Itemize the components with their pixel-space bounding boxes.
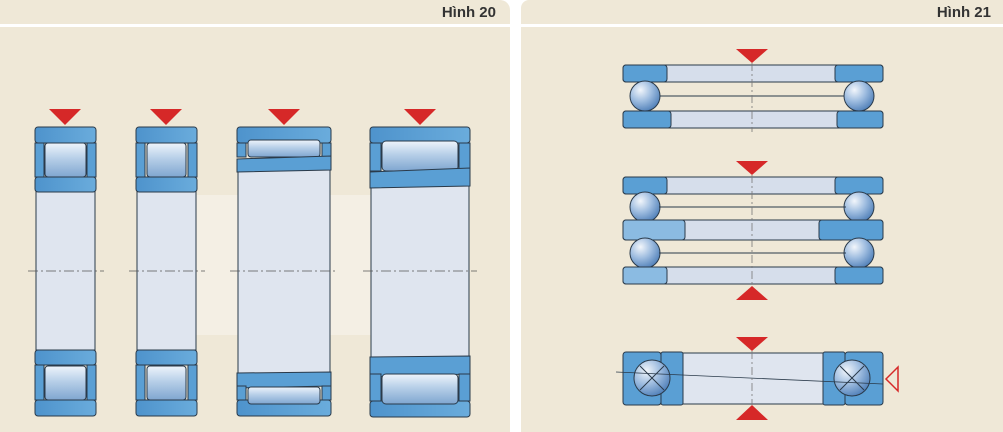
bore-region — [660, 352, 832, 405]
bearing-1 — [28, 109, 104, 417]
outer-ring — [135, 126, 198, 144]
outer-ring — [34, 126, 97, 144]
load-arrow-icon — [268, 109, 300, 125]
inner-ring — [34, 349, 97, 366]
housing-washer-end — [834, 266, 884, 285]
flange — [458, 373, 471, 402]
contact-angle-line — [615, 371, 884, 385]
load-arrow-icon — [736, 405, 768, 420]
figure-21-drawing — [615, 49, 899, 420]
shaft-washer-end — [836, 110, 884, 129]
load-arrow-icon — [49, 109, 81, 125]
load-arrow-icon — [736, 49, 768, 63]
inner-ring — [236, 155, 332, 173]
flange — [187, 142, 198, 178]
housing-washer-end — [834, 176, 884, 195]
flange — [369, 142, 382, 172]
ball — [843, 191, 875, 223]
ball — [629, 237, 661, 269]
outer-ring — [34, 399, 97, 417]
housing-washer-end — [834, 64, 884, 83]
figure-20-panel: Hình 20 — [0, 0, 510, 432]
roller — [44, 365, 87, 401]
inner-ring — [135, 349, 198, 366]
flange — [321, 385, 332, 401]
roller — [146, 365, 187, 401]
thrust-bearing-single — [622, 49, 884, 132]
figure-20-caption: Hình 20 — [441, 4, 496, 21]
ball — [843, 237, 875, 269]
flange — [86, 142, 97, 178]
figure-21-caption: Hình 21 — [936, 4, 991, 21]
contact-line — [839, 365, 865, 391]
bore-region — [370, 185, 470, 359]
flange — [34, 142, 45, 178]
roller — [44, 142, 87, 178]
four-point-contact-bearing — [615, 337, 899, 420]
flange — [458, 142, 471, 172]
inner-ring — [369, 167, 471, 189]
roller — [146, 142, 187, 178]
figure-20-header: Hình 20 — [0, 0, 510, 24]
header-divider — [0, 24, 510, 27]
flange — [369, 373, 382, 402]
load-arrow-icon — [736, 337, 768, 351]
flange — [135, 364, 146, 401]
load-arrow-icon — [736, 161, 768, 175]
ball — [629, 191, 661, 223]
load-arrow-icon — [736, 286, 768, 300]
contact-line — [639, 365, 665, 391]
central-washer-end — [622, 219, 686, 241]
thrust-bearing-double — [622, 161, 884, 300]
housing-washer-end — [622, 176, 668, 195]
inner-ring — [236, 371, 332, 389]
bearing-4 — [363, 109, 477, 418]
flange — [236, 142, 247, 158]
load-arrow-icon — [150, 109, 182, 125]
flange — [321, 142, 332, 158]
figure-20-drawing — [28, 109, 477, 418]
flange — [236, 385, 247, 401]
roller — [247, 139, 321, 158]
bore-region — [237, 169, 331, 374]
bearing-2 — [129, 109, 205, 417]
inner-ring — [135, 176, 198, 193]
roller — [247, 386, 321, 405]
inner-ring — [34, 176, 97, 193]
shaft-washer-end — [622, 110, 672, 129]
figure-21-header: Hình 21 — [521, 0, 1003, 24]
header-divider — [521, 24, 1003, 27]
ball — [629, 80, 661, 112]
figure-21-panel: Hình 21 — [521, 0, 1003, 432]
ball — [843, 80, 875, 112]
bore-region — [136, 189, 197, 351]
load-arrow-icon — [404, 109, 436, 125]
roller — [381, 373, 459, 405]
flange — [86, 364, 97, 401]
flange — [34, 364, 45, 401]
roller — [381, 140, 459, 172]
bearing-3 — [230, 109, 338, 417]
central-washer-end — [818, 219, 884, 241]
open-load-arrow-icon — [884, 365, 899, 393]
flange — [135, 142, 146, 178]
housing-washer-end — [622, 266, 668, 285]
bore-region — [35, 189, 96, 351]
outer-ring — [135, 399, 198, 417]
flange — [187, 364, 198, 401]
housing-washer-end — [622, 64, 668, 83]
